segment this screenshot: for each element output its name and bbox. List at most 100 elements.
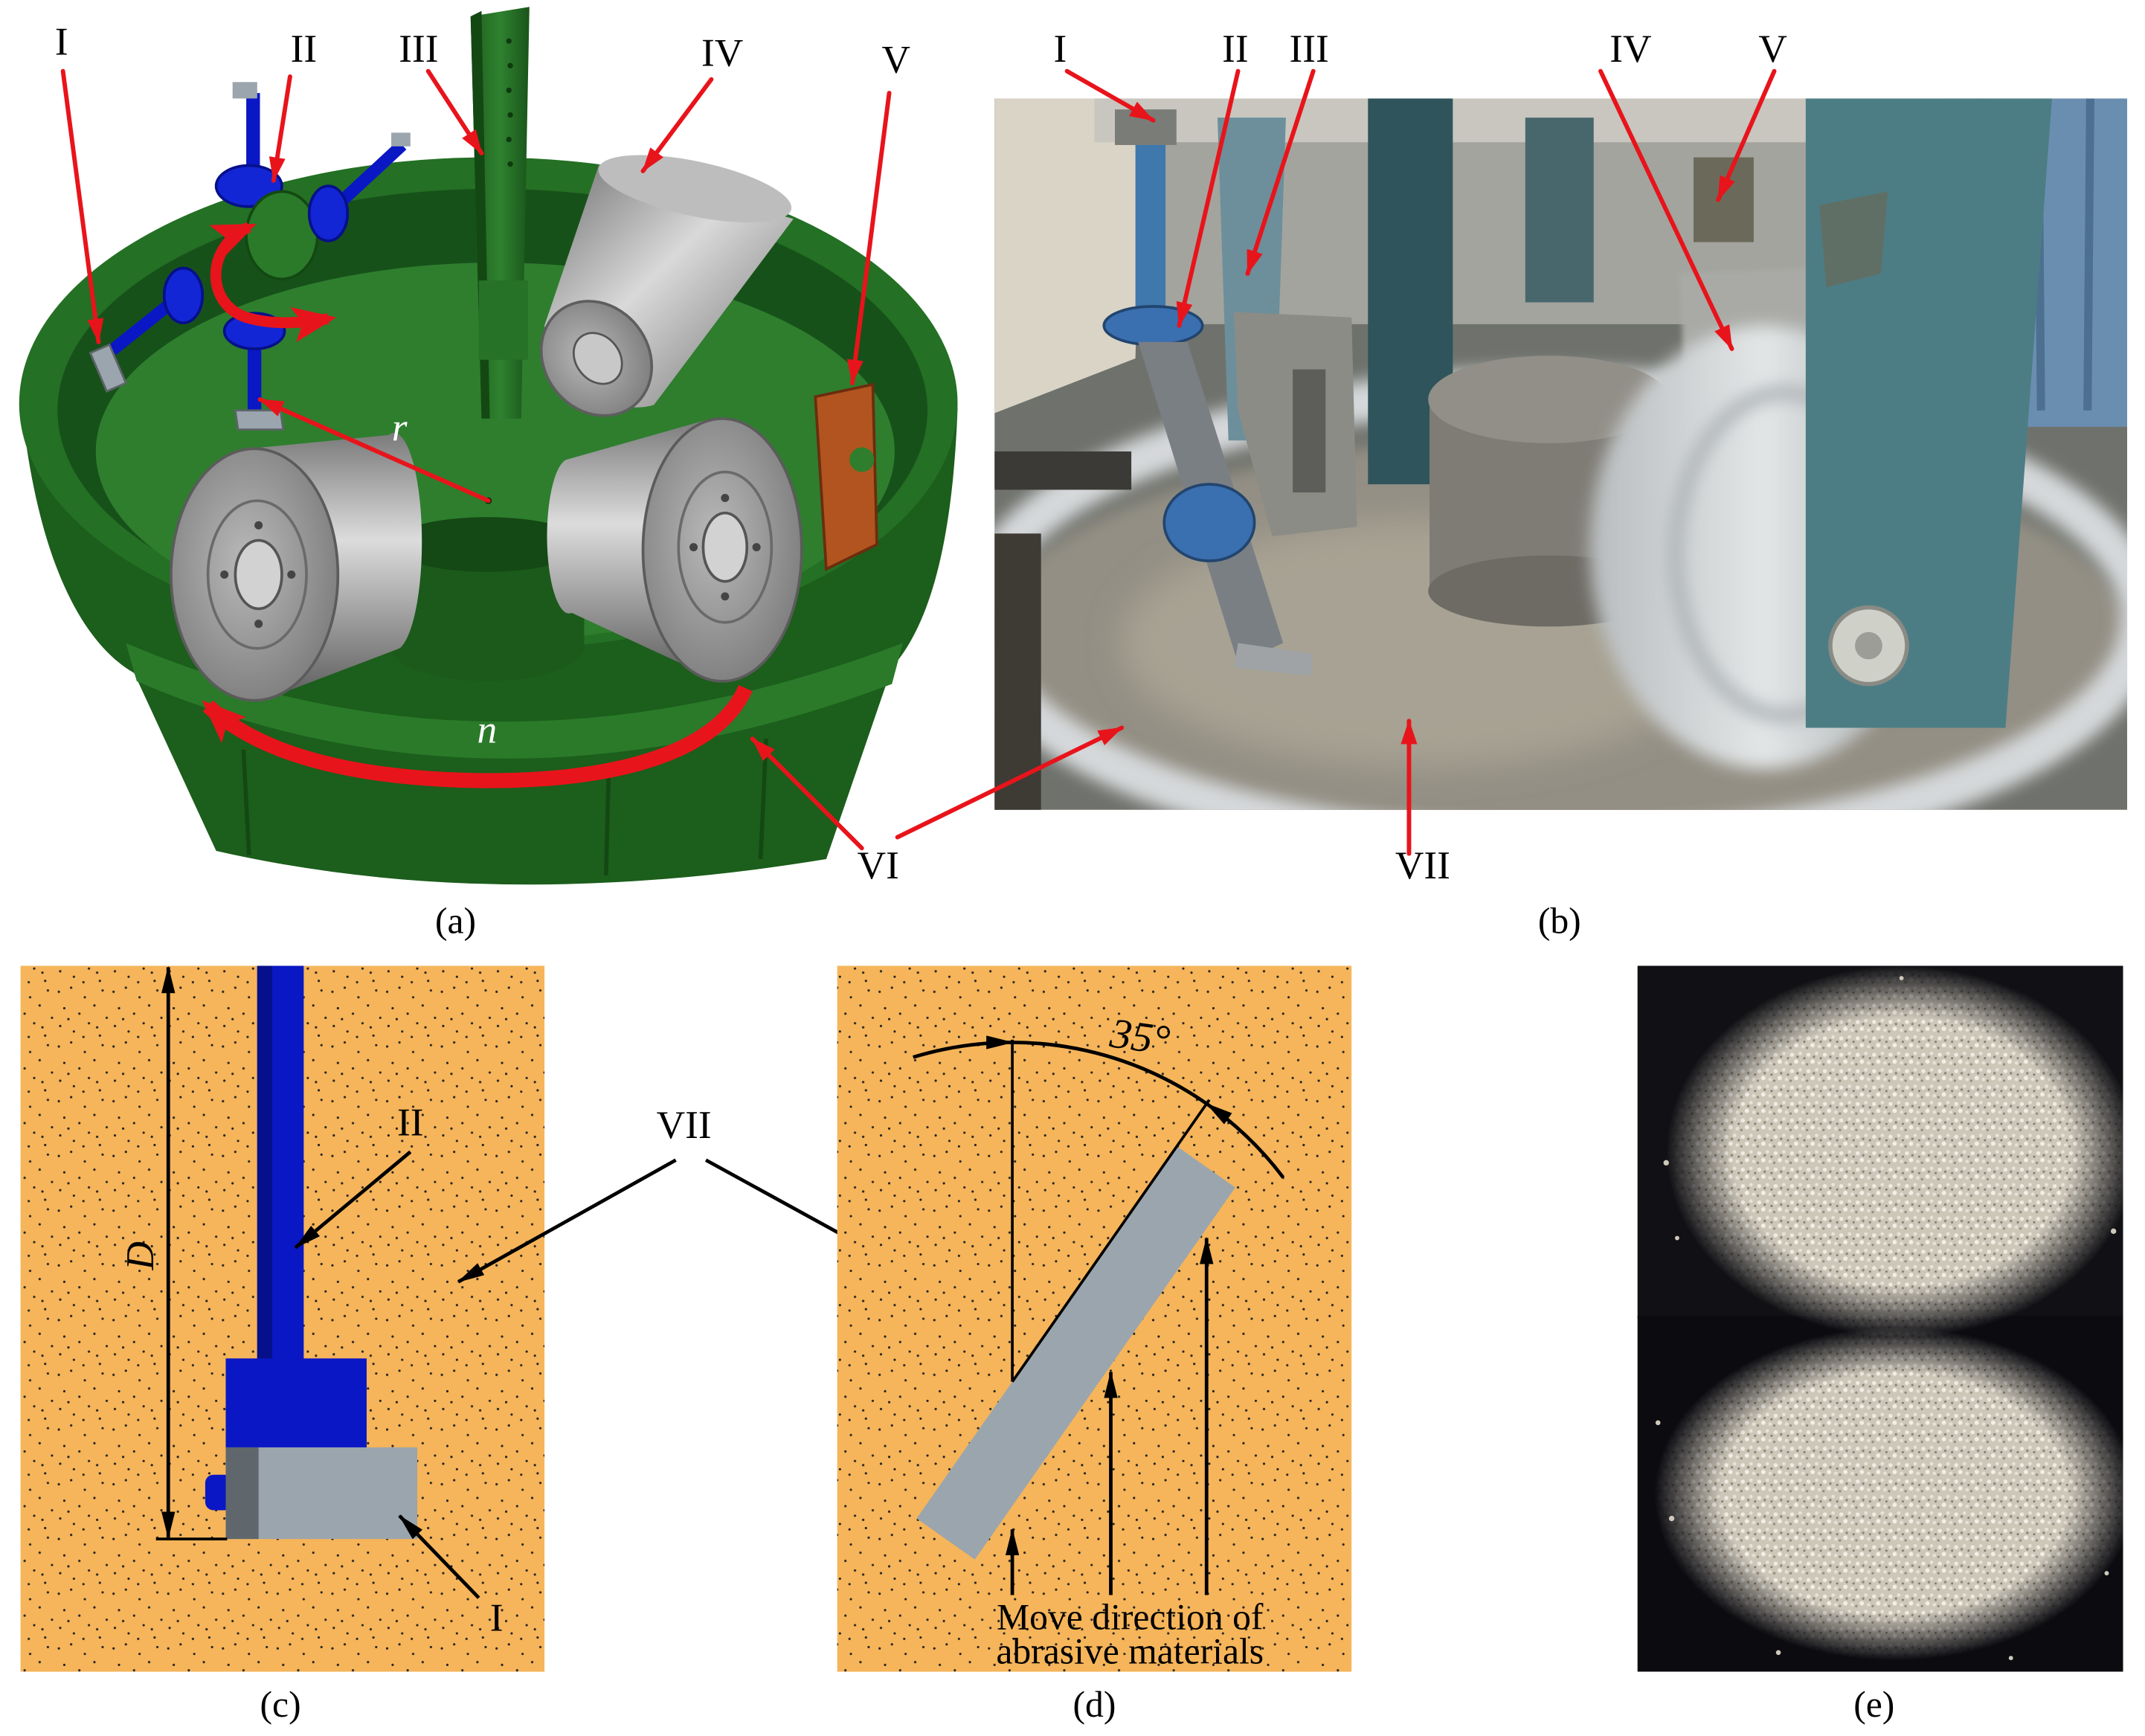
arm-hub <box>245 190 319 281</box>
scraper-blade-top-view <box>916 1146 1235 1560</box>
arm-flange <box>1102 305 1204 347</box>
grinding-cone-right <box>547 417 803 683</box>
top-beam <box>1094 98 1820 143</box>
blade-axis-line <box>1011 1099 1211 1383</box>
post-hole <box>507 161 513 167</box>
scattered-granule <box>2110 1228 2117 1234</box>
liner-plate <box>814 382 878 571</box>
scattered-granule <box>1675 1235 1679 1241</box>
panel-b-machine-photo <box>994 98 2128 810</box>
callout-arrow-iii <box>425 68 484 155</box>
panel-a-caption: (a) <box>435 900 476 941</box>
bowl-rib <box>241 749 251 855</box>
cone-bolt <box>287 570 296 579</box>
panel-e-caption: (e) <box>1853 1684 1894 1725</box>
blue-scraper-arm <box>1102 109 1313 676</box>
post-clamp <box>478 280 528 360</box>
post-hole <box>506 136 512 143</box>
scattered-granule <box>2132 1092 2137 1097</box>
callout-arrow-i <box>398 1514 480 1599</box>
callout-arrow-iv <box>1598 68 1734 351</box>
cone-bolt <box>689 543 698 552</box>
scattered-granule <box>2104 1571 2109 1576</box>
callout-arrow-i <box>60 68 104 344</box>
cone-bolt <box>220 570 229 579</box>
left-frame <box>994 451 1132 490</box>
callout-label-v: V <box>1758 26 1787 71</box>
callout-label-iii: III <box>1290 26 1329 71</box>
arm-flange <box>307 184 350 242</box>
curtain-fold <box>2083 98 2094 411</box>
callout-arrow-ii <box>1176 68 1241 328</box>
scattered-granule <box>1775 1650 1781 1656</box>
holder-rod-shade <box>257 965 273 1360</box>
callout-label-i: I <box>1054 26 1067 71</box>
arm-right-tip <box>391 132 411 147</box>
depth-symbol: D <box>118 1241 162 1271</box>
scraper-blade <box>234 409 285 431</box>
bowl-rotation-arrow <box>202 684 753 788</box>
callout-label-i: I <box>490 1595 504 1639</box>
cone-bolt <box>752 543 761 552</box>
callout-label-i: I <box>55 19 68 64</box>
scattered-granule <box>1668 1515 1675 1522</box>
callout-arrow-iv <box>640 77 714 173</box>
angle-label: 35° <box>1107 1009 1173 1064</box>
callout-arrow-vi-model <box>750 736 864 851</box>
callout-arrow-ii <box>294 1150 412 1250</box>
scraper-post <box>470 7 530 419</box>
arm-rotation-arrow <box>209 222 337 342</box>
left-wall <box>994 98 1142 414</box>
callout-label-iii: III <box>399 26 438 71</box>
well-top <box>390 517 585 572</box>
panel-e-abrasive-photo <box>1637 965 2137 1672</box>
arm-flange <box>162 266 205 324</box>
cone-face-ring <box>677 470 774 624</box>
callout-label-vii: VII <box>1395 843 1450 887</box>
panel-d-scraper-angle: 35° Move direction of abrasive materials… <box>837 965 1352 1725</box>
angle-arc-left <box>913 1035 1014 1059</box>
cone-hub <box>572 332 623 385</box>
scraper-blade <box>89 343 128 393</box>
callout-label-iv: IV <box>1609 26 1651 71</box>
bracket-slot <box>1293 369 1326 493</box>
callout-arrow-i <box>1064 68 1156 123</box>
angle-arc-right <box>1206 1102 1285 1179</box>
cone-bolt <box>254 620 263 629</box>
copper-liner-plate <box>814 382 878 571</box>
callout-label-ii: II <box>1222 26 1249 71</box>
callout-arrow-iii <box>1245 68 1316 276</box>
scattered-granule <box>1663 1160 1669 1166</box>
callout-label-iv: IV <box>701 30 743 74</box>
liner-bracket <box>1694 157 1754 242</box>
panel-c-caption: (c) <box>260 1684 301 1725</box>
scattered-granule <box>1899 976 1904 981</box>
callout-arrow-vii-c <box>457 1158 677 1284</box>
callout-arrow-v <box>1716 68 1777 202</box>
scattered-granule <box>1655 1420 1661 1426</box>
post-hole <box>506 87 512 94</box>
scattered-granule <box>2008 1656 2013 1661</box>
radius-symbol: r <box>392 405 408 449</box>
wheel-hub-center <box>1855 631 1882 660</box>
callout-arrow-vi-photo <box>895 725 1125 840</box>
callout-label-ii: II <box>397 1100 424 1145</box>
scraper-bracket <box>1217 118 1357 536</box>
callout-label-vi: VI <box>858 843 899 887</box>
arm-upper-rod <box>246 93 260 184</box>
cone-bolt <box>721 592 730 601</box>
panel-d-caption: (d) <box>1072 1684 1116 1725</box>
well-bottom <box>390 610 585 681</box>
granule-pile-lower <box>1637 965 2123 1672</box>
arm-flange <box>1162 483 1256 562</box>
scraper-blade-side <box>225 1447 259 1540</box>
rear-column <box>1525 118 1594 303</box>
left-frame <box>994 533 1041 810</box>
post-hole <box>507 62 513 68</box>
panel-b-annotations: I II III IV V VII (b) <box>1054 26 1787 942</box>
panel-b-caption: (b) <box>1538 900 1581 941</box>
grinding-cone-left <box>170 433 422 702</box>
panel-a-3d-model: r n I II III IV V (a) <box>19 7 958 941</box>
cone-bolt <box>254 521 263 530</box>
